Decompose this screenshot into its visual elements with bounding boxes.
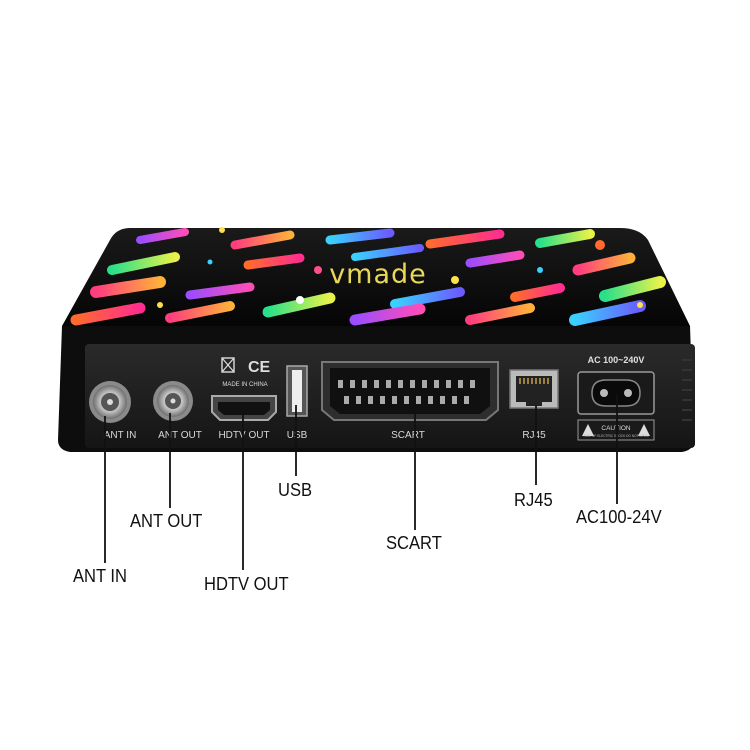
usb-port[interactable]	[286, 365, 308, 417]
scart-pins	[338, 380, 475, 404]
ce-mark: CE	[248, 359, 271, 376]
lid-dots	[157, 227, 643, 308]
caution-plate: CAUTION RISK OF ELECTRIC SHOCK DO NOT OP…	[577, 419, 655, 441]
power-rating-label: AC 100~240V	[588, 355, 645, 365]
scart-port[interactable]	[321, 361, 499, 421]
ant-in-port[interactable]	[89, 381, 131, 423]
callout-hdtv-out: HDTV OUT	[204, 574, 289, 594]
rj45-panel-label: RJ45	[522, 430, 546, 441]
brand-logo: vmade	[329, 259, 427, 290]
rj45-port[interactable]	[509, 369, 559, 409]
ant-out-port[interactable]	[153, 381, 193, 421]
callout-ac: AC100-24V	[576, 507, 662, 527]
ac-power-socket[interactable]	[577, 371, 655, 415]
ant-out-panel-label: ANT OUT	[158, 430, 202, 441]
top-lid: vmade	[62, 227, 690, 326]
hdtv-out-port[interactable]	[211, 395, 277, 421]
callout-scart: SCART	[386, 533, 442, 553]
callout-lines	[104, 394, 618, 570]
callout-ant-in: ANT IN	[73, 566, 127, 586]
side-vents	[682, 359, 692, 421]
scart-panel-label: SCART	[391, 430, 425, 441]
callout-ant-out: ANT OUT	[130, 511, 203, 531]
lid-pattern	[70, 228, 666, 326]
callout-usb: USB	[278, 480, 313, 500]
callout-rj45: RJ45	[514, 490, 553, 510]
certification-marks: CE MADE IN CHINA	[221, 357, 271, 388]
hdtv-out-panel-label: HDTV OUT	[218, 430, 269, 441]
ant-in-panel-label: ANT IN	[104, 430, 137, 441]
made-in-label: MADE IN CHINA	[222, 382, 267, 388]
usb-panel-label: USB	[287, 430, 308, 441]
